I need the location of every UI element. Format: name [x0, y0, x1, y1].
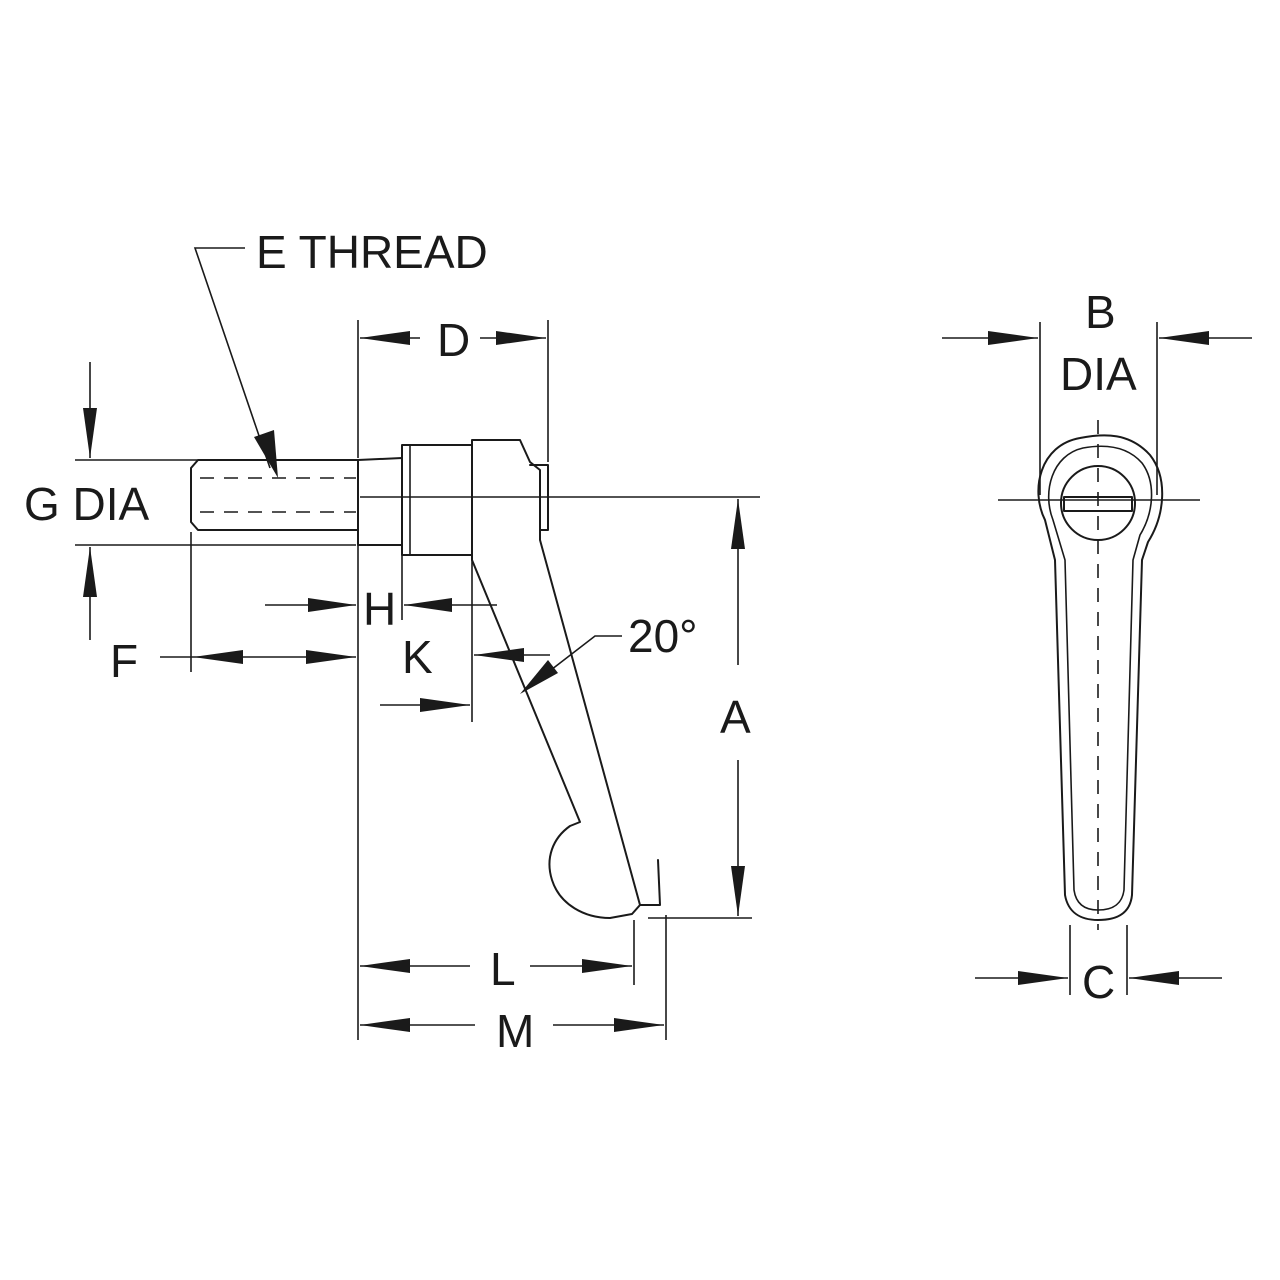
arrowhead — [404, 598, 452, 612]
arrowhead — [420, 698, 470, 712]
arrowhead — [254, 430, 278, 478]
m-label: M — [496, 1005, 534, 1057]
c-label: C — [1082, 956, 1115, 1008]
handle-outline-outer — [1037, 434, 1164, 921]
arrowhead — [496, 331, 546, 345]
arrowhead — [306, 650, 356, 664]
arrowhead — [731, 499, 745, 549]
side-view — [190, 439, 760, 919]
f-label: F — [110, 635, 138, 687]
arrowhead — [1159, 331, 1209, 345]
handle-outline-inner — [1047, 445, 1153, 911]
arrowhead — [360, 959, 410, 973]
angle-label: 20° — [628, 610, 698, 662]
arrowhead — [83, 408, 97, 458]
front-dimensions: B DIA C — [942, 286, 1252, 1008]
e-thread-label: E THREAD — [256, 226, 488, 278]
arrowhead — [1129, 971, 1179, 985]
arrowhead — [614, 1018, 664, 1032]
l-label: L — [490, 943, 516, 995]
e-thread-leader — [193, 247, 271, 469]
arrowhead — [731, 866, 745, 916]
g-dia-label: G DIA — [24, 478, 150, 530]
arrowhead — [1018, 971, 1068, 985]
hub — [401, 444, 473, 556]
arrowhead — [308, 598, 356, 612]
arrowhead — [474, 648, 524, 662]
arrowhead — [360, 331, 410, 345]
arrowhead — [83, 547, 97, 597]
arrowhead — [193, 650, 243, 664]
b-dia-label: DIA — [1060, 348, 1137, 400]
front-view — [998, 420, 1200, 930]
h-label: H — [363, 583, 396, 635]
arrowhead — [582, 959, 632, 973]
b-label: B — [1085, 286, 1116, 338]
d-label: D — [437, 314, 470, 366]
arrowhead — [360, 1018, 410, 1032]
arrowhead — [520, 660, 558, 694]
arrowhead — [988, 331, 1038, 345]
a-label: A — [720, 691, 751, 743]
shoulder — [357, 457, 403, 546]
k-label: K — [402, 631, 433, 683]
side-dimensions: E THREAD D G DIA H K — [24, 226, 752, 1057]
lever-tip — [639, 859, 661, 906]
lever-arm — [471, 439, 641, 919]
